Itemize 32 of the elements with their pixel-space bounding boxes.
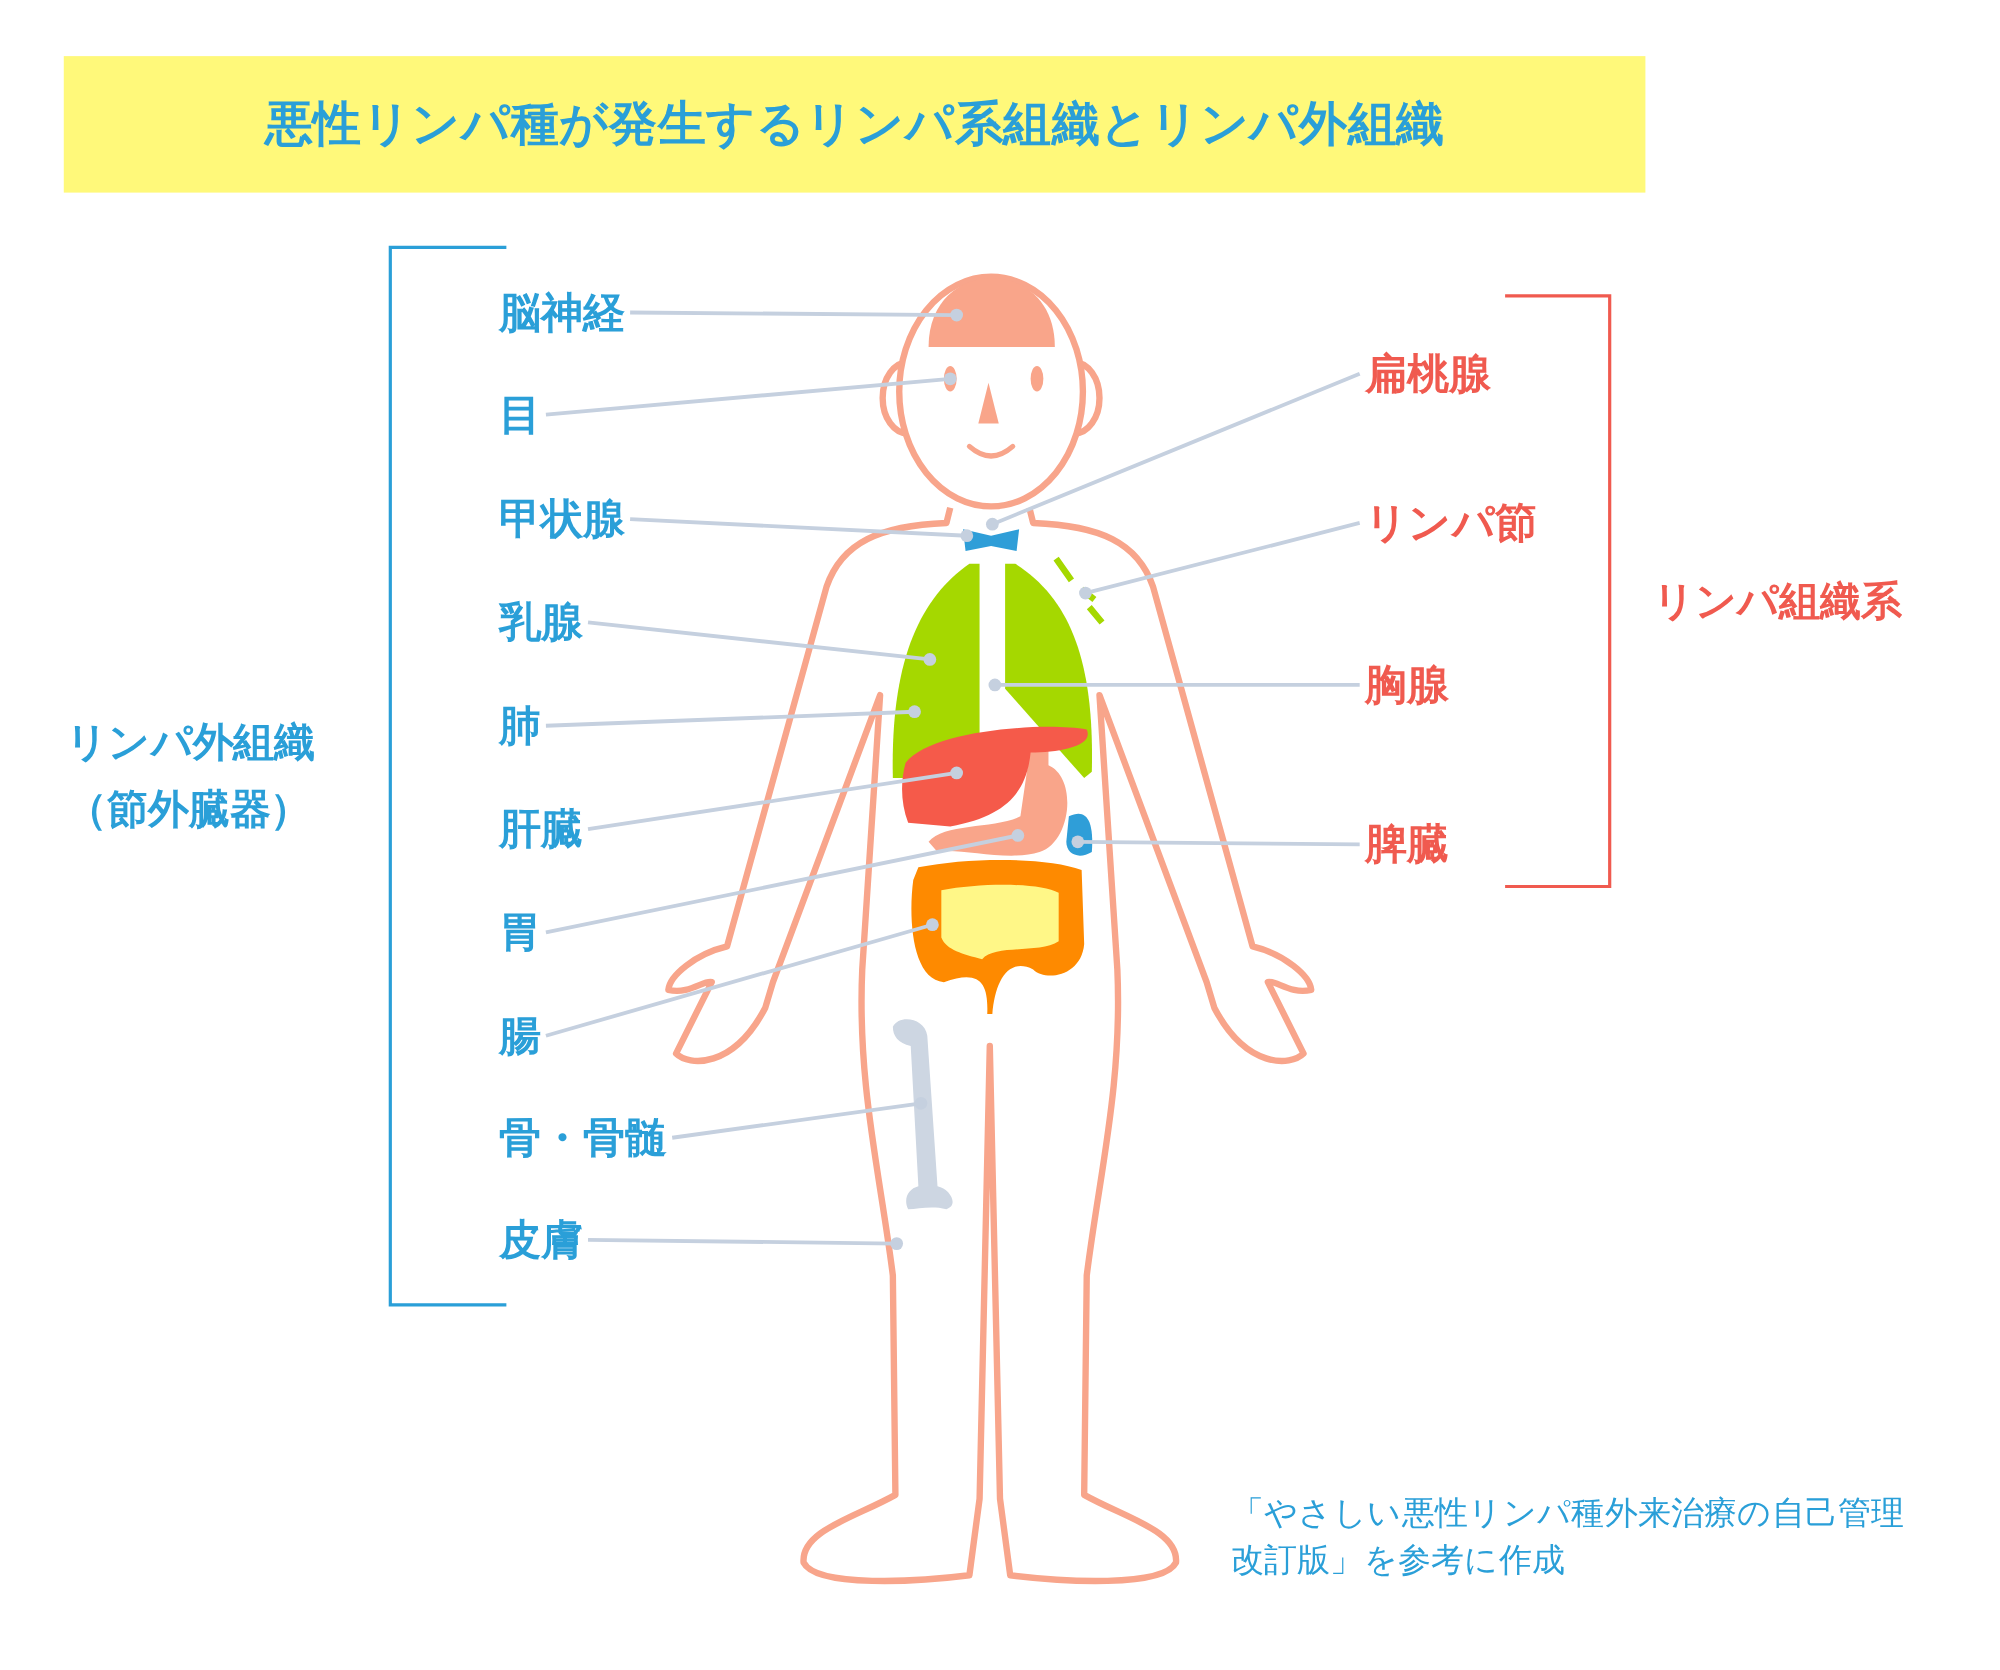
- caption: 「やさしい悪性リンパ種外来治療の自己管理改訂版」を参考に作成: [1230, 1492, 1906, 1582]
- bracket-label: リンパ組織系: [1653, 575, 1902, 627]
- leader-line: [1071, 835, 1360, 849]
- body-part-label: 皮膚: [498, 1214, 583, 1266]
- leader-line: [630, 308, 963, 322]
- leader-line: [630, 517, 974, 543]
- body-part-label: リンパ節: [1364, 497, 1537, 549]
- leader-line: [545, 829, 1025, 935]
- leader-line: [545, 705, 921, 728]
- body-part-label: 脾臓: [1364, 818, 1449, 870]
- body-part-label: 骨・骨髄: [498, 1112, 668, 1164]
- title-banner: 悪性リンパ種が発生するリンパ系組織とリンパ外組織: [63, 56, 1646, 193]
- body-part-label: 目: [498, 389, 541, 441]
- bracket-label: リンパ外組織（節外臓器）: [66, 717, 317, 835]
- body-part-label: 腸: [498, 1010, 541, 1062]
- body-part-label: 肺: [498, 700, 541, 752]
- body-part-label: 脳神経: [498, 287, 625, 338]
- body-part-label: 胃: [498, 906, 541, 958]
- body-part-label: 甲状腺: [498, 493, 625, 545]
- leader-line: [988, 678, 1360, 692]
- leader-line: [587, 766, 963, 831]
- leader-line: [1079, 521, 1361, 600]
- body-part-label: 扁桃腺: [1364, 348, 1492, 400]
- leader-line: [545, 918, 939, 1038]
- leader-line: [587, 620, 937, 666]
- leader-line: [545, 372, 957, 417]
- body-part-label: 乳腺: [498, 596, 583, 648]
- body-part-label: 肝臓: [498, 803, 583, 855]
- leader-line: [985, 371, 1361, 531]
- leader-line: [671, 1096, 928, 1140]
- leader-line: [588, 1237, 904, 1250]
- body-part-label: 胸腺: [1364, 659, 1449, 711]
